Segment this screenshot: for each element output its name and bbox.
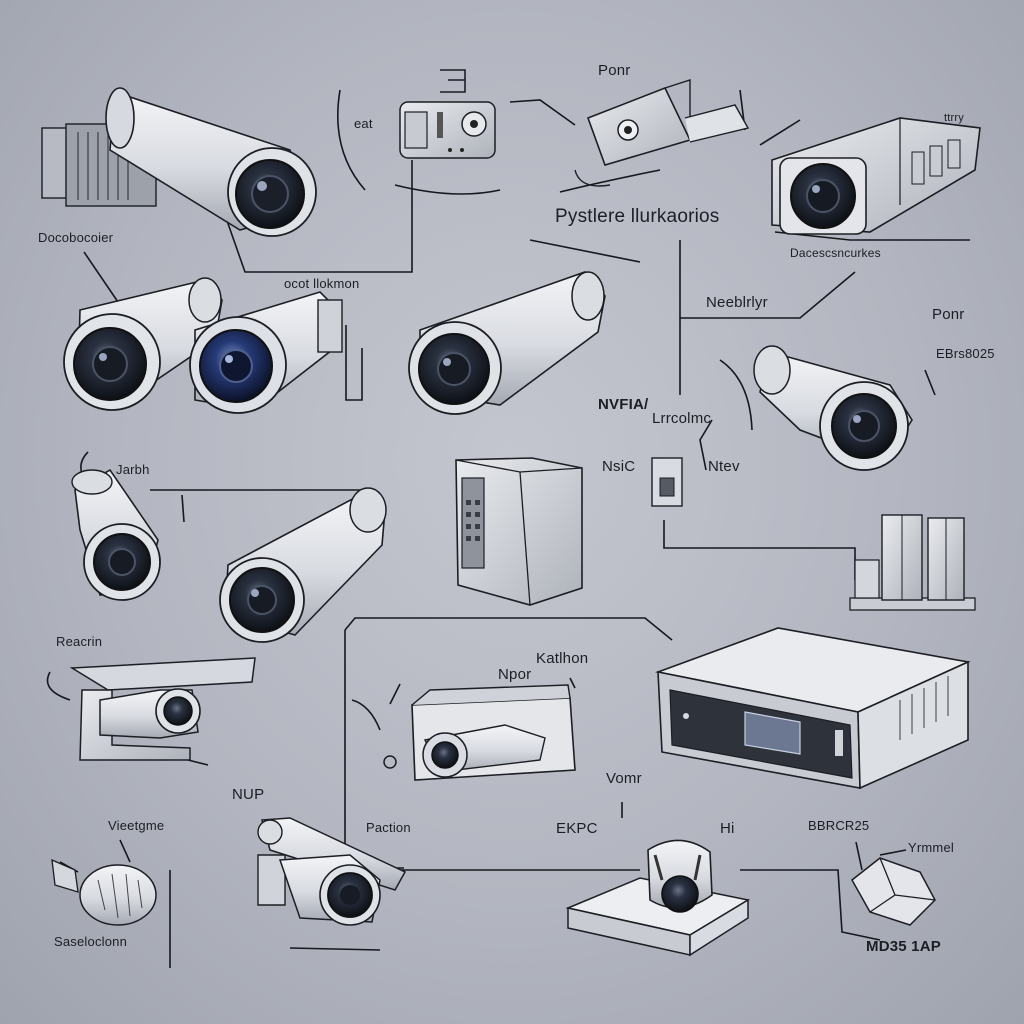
label-sase: Saseloclonn <box>54 934 128 949</box>
label-nsic: NsiC <box>602 458 636 475</box>
junction-module-top[interactable] <box>399 69 496 159</box>
label-center-left: ocot llokmon <box>284 276 360 291</box>
label-center-net: Neeblrlyr <box>706 294 768 311</box>
cable-connector-bundle[interactable] <box>851 857 936 926</box>
label-yrmmel: Yrmmel <box>908 840 954 855</box>
enclosed-camera-housing[interactable] <box>383 684 576 781</box>
label-left-bottom-tag: Reacrin <box>56 634 103 649</box>
bullet-camera-top-left[interactable] <box>41 87 317 237</box>
diagram-title: Pystlere llurkaorios <box>555 206 720 227</box>
bullet-camera-mid-left-small[interactable] <box>71 468 161 601</box>
label-katl: Katlhon <box>536 650 589 667</box>
label-ekrc: EKPC <box>556 820 598 837</box>
bullet-camera-left-b[interactable] <box>189 291 343 414</box>
bracket-camera-left[interactable] <box>69 657 256 761</box>
label-mdb: MD35 1AP <box>866 938 941 955</box>
label-right-code: EBrs8025 <box>936 346 995 361</box>
label-hi: Hi <box>720 820 735 837</box>
label-npor: Npor <box>498 666 532 683</box>
power-supply-rack[interactable] <box>849 514 976 611</box>
label-vomr: Vomr <box>606 770 642 787</box>
bullet-camera-right[interactable] <box>753 345 913 471</box>
dome-camera-on-base[interactable] <box>565 839 751 957</box>
bullet-camera-center[interactable] <box>408 271 606 415</box>
box-camera-top-right[interactable] <box>771 117 981 235</box>
label-paction: Paction <box>366 820 411 835</box>
bullet-camera-mid-left-large[interactable] <box>219 487 387 643</box>
connector-module[interactable] <box>651 457 683 507</box>
label-bbrc: BBRCR25 <box>808 818 870 833</box>
label-top-right-tag: ttrry <box>944 112 964 124</box>
mini-dome-camera-bottom-left[interactable] <box>51 858 157 926</box>
label-nup: NUP <box>232 786 265 803</box>
label-nvr: NVFIA/ <box>598 396 649 413</box>
label-left-main: Docobocoier <box>38 230 114 245</box>
wall-bracket-camera-top[interactable] <box>574 79 750 187</box>
label-right-power: Ponr <box>932 306 965 323</box>
label-ntev: Ntev <box>708 458 740 475</box>
label-top-left-tag: eat <box>354 116 373 131</box>
label-top-power: Ponr <box>598 62 631 79</box>
label-link: Lrrcolmc <box>652 410 712 427</box>
nvr-tower-unit[interactable] <box>455 457 583 606</box>
label-left-small: Jarbh <box>116 462 150 477</box>
label-top-icon: E <box>455 62 456 63</box>
network-video-recorder[interactable] <box>655 627 971 790</box>
label-viee: Vieetgme <box>108 818 165 833</box>
ptz-camera-bottom[interactable] <box>257 817 407 926</box>
label-right-top-code: Dacescsncurkes <box>790 246 881 260</box>
